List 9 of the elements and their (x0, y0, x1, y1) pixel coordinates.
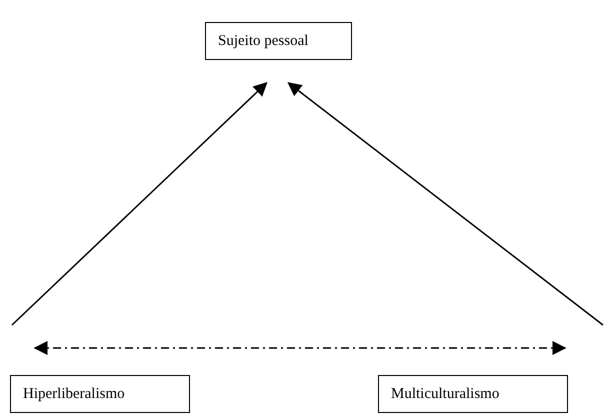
dash-dot-arrow (34, 341, 566, 355)
box-label: Hiperliberalismo (23, 386, 125, 403)
text-box (10, 375, 190, 413)
arrow (287, 82, 604, 326)
box-label: Sujeito pessoal (218, 33, 308, 50)
arrow (11, 82, 268, 326)
box-label: Multiculturalismo (391, 386, 500, 403)
text-box (378, 375, 568, 413)
text-box (205, 22, 352, 60)
